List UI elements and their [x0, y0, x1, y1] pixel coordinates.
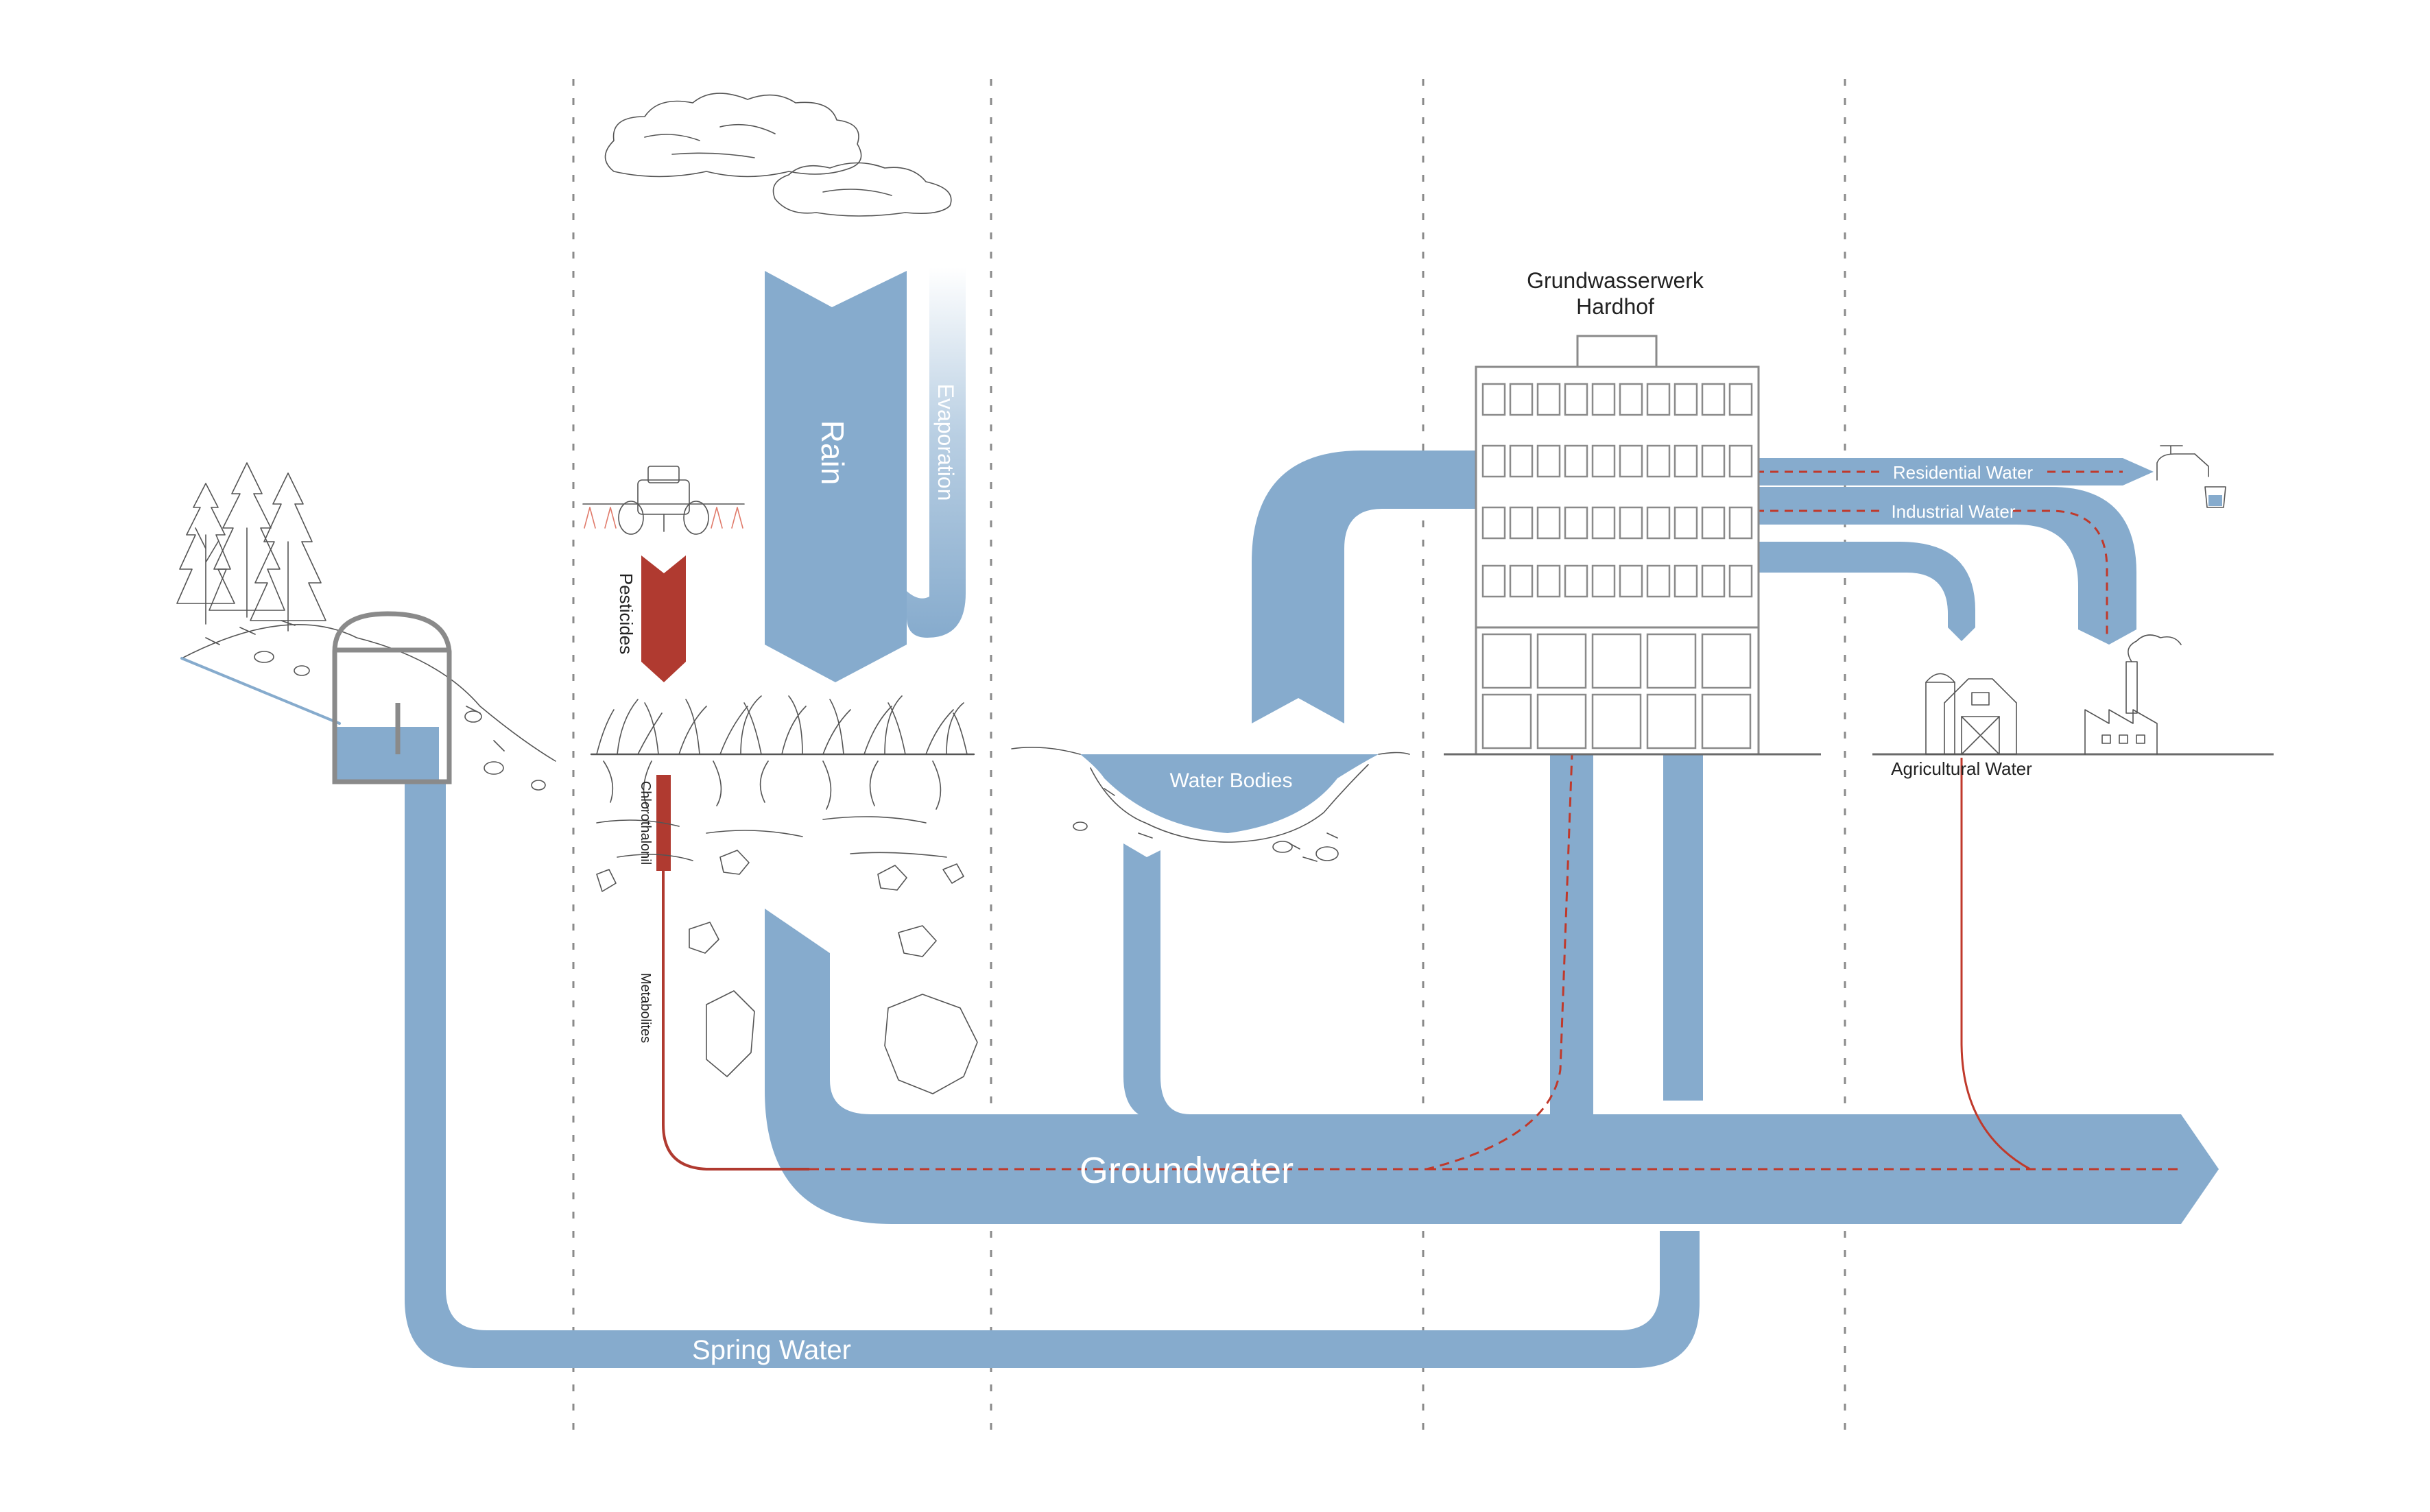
- crop-field-icon: [590, 695, 975, 861]
- spring-chamber-icon: [332, 611, 452, 784]
- pesticides-arrow: [641, 555, 686, 682]
- cloud-icon: [604, 93, 952, 217]
- residential-water-label: Residential Water: [1893, 462, 2034, 483]
- plant-name-line2: Hardhof: [1576, 294, 1654, 319]
- trees-icon: [176, 462, 326, 632]
- rain-flow: [765, 271, 907, 682]
- groundwater-label: Groundwater: [1080, 1150, 1294, 1191]
- water-body-infiltration: [1123, 843, 1190, 1114]
- plant-name-line1: Grundwasserwerk: [1527, 268, 1704, 293]
- contamination: [641, 470, 2181, 1171]
- rain-label: Rain: [815, 420, 850, 485]
- industrial-water-label: Industrial Water: [1891, 501, 2015, 522]
- industrial-water-flow: [1756, 487, 2136, 645]
- metabolites-path: [662, 871, 809, 1171]
- waterworks-building-icon: [1444, 335, 1821, 756]
- agricultural-contaminant-line: [1960, 758, 2031, 1171]
- pump-to-waterworks-flow: [1252, 451, 1476, 723]
- spring-chamber-water: [336, 727, 439, 782]
- residential-water-flow: [1756, 458, 2154, 485]
- water-flows: [336, 267, 2219, 1368]
- spring-water-flow: [405, 782, 1700, 1368]
- metabolites-label: Metabolites: [638, 973, 653, 1043]
- rocks-icon: [596, 850, 978, 1094]
- water-body-basin: [1011, 747, 1410, 862]
- chlorothalonil-label: Chlorothalonil: [638, 781, 653, 865]
- evaporation-label: Evaporation: [933, 384, 958, 501]
- agricultural-water-flow: [1756, 542, 1975, 641]
- water-tap-icon: [2156, 445, 2226, 508]
- evaporation-flow: [907, 267, 966, 638]
- agricultural-water-label: Agricultural Water: [1891, 758, 2032, 779]
- barn-icon: [1925, 673, 2017, 755]
- tractor-sprayer-icon: [582, 466, 745, 535]
- waterworks-return-flow: [1550, 754, 1593, 1114]
- industrial-contaminant-line: [1756, 509, 2108, 634]
- factory-icon: [2084, 634, 2182, 755]
- waterworks-return-flow-2: [1663, 754, 1703, 1101]
- groundwater-contaminant-line: [809, 754, 1573, 1171]
- hillside: [180, 620, 556, 791]
- spring-water-label: Spring Water: [692, 1335, 851, 1365]
- pesticides-label: Pesticides: [616, 573, 636, 655]
- groundwater-flow: [765, 909, 2219, 1224]
- water-bodies-label: Water Bodies: [1170, 769, 1293, 792]
